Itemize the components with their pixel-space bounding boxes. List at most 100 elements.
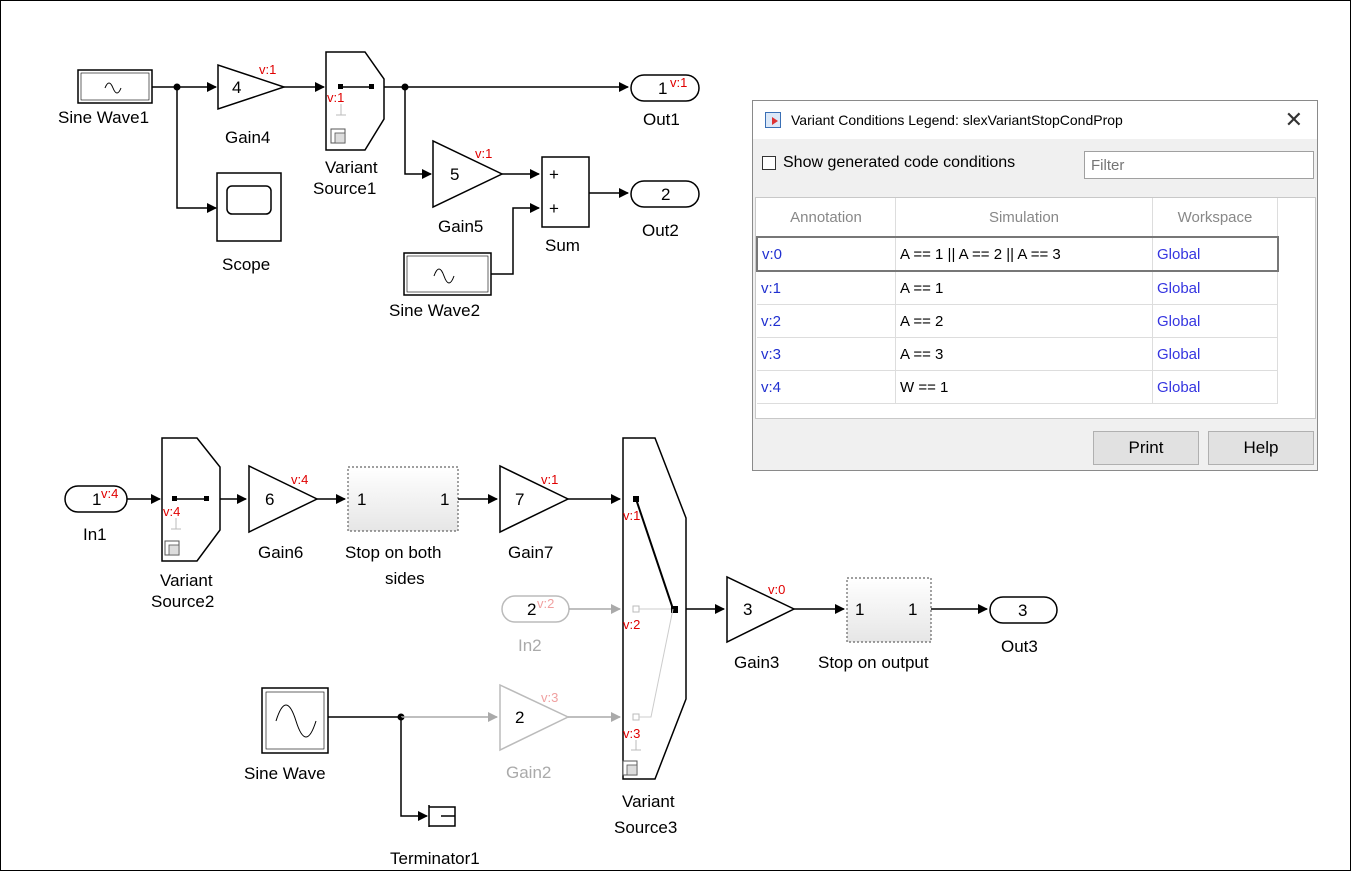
in1-port[interactable]: 1 v:4 In1 — [64, 485, 128, 544]
sine-wave2-block[interactable]: Sine Wave2 — [389, 252, 492, 320]
workspace-cell[interactable]: Global — [1152, 271, 1278, 305]
annotation-cell[interactable]: v:1 — [757, 271, 896, 305]
dialog-title-bar[interactable]: Variant Conditions Legend: slexVariantSt… — [753, 101, 1317, 139]
stop-on-both-sides-block[interactable]: 1 1 Stop on both sides — [345, 466, 459, 588]
simulation-cell: A == 1 — [895, 271, 1153, 305]
variant-conditions-legend-dialog[interactable]: Variant Conditions Legend: slexVariantSt… — [752, 100, 1318, 471]
table-row[interactable]: v:2 A == 2 Global — [757, 304, 1278, 338]
sine-wave2-label: Sine Wave2 — [389, 301, 480, 320]
out2-label: Out2 — [642, 221, 679, 240]
terminator1-label: Terminator1 — [390, 849, 480, 868]
scope-block[interactable]: Scope — [216, 172, 282, 274]
stop-output-label: Stop on output — [818, 653, 929, 672]
in2-label: In2 — [518, 636, 542, 655]
out1-value: 1 — [658, 79, 667, 98]
scope-label: Scope — [222, 255, 270, 274]
in1-value: 1 — [92, 490, 101, 509]
out1-tag: v:1 — [670, 75, 687, 90]
variant-source2-block[interactable]: v:4 Variant Source2 — [151, 437, 221, 611]
gain3-label: Gain3 — [734, 653, 779, 672]
terminator1-block[interactable]: Terminator1 — [390, 805, 480, 868]
gain6-value: 6 — [265, 490, 274, 509]
workspace-cell[interactable]: Global — [1152, 236, 1279, 272]
variant-source1-block[interactable]: v:1 Variant Source1 — [313, 51, 385, 198]
variant-source1-tag: v:1 — [327, 90, 344, 105]
sum-plus-1: + — [549, 165, 559, 184]
stop-on-output-block[interactable]: 1 1 Stop on output — [818, 577, 932, 672]
stop-both-label-1: Stop on both — [345, 543, 441, 562]
gain5-tag: v:1 — [475, 146, 492, 161]
gain4-tag: v:1 — [259, 62, 276, 77]
gain6-label: Gain6 — [258, 543, 303, 562]
gain2-label: Gain2 — [506, 763, 551, 782]
conditions-table: Annotation Simulation Workspace v:0 A ==… — [756, 198, 1279, 404]
variant-source1-label-2: Source1 — [313, 179, 376, 198]
in2-tag: v:2 — [537, 596, 554, 611]
gain7-tag: v:1 — [541, 472, 558, 487]
annotation-cell[interactable]: v:3 — [757, 337, 896, 371]
help-button[interactable]: Help — [1208, 431, 1314, 465]
variant-source3-label-1: Variant — [622, 792, 675, 811]
close-icon[interactable]: ✕ — [1284, 107, 1303, 132]
annotation-cell[interactable]: v:2 — [757, 304, 896, 338]
filter-input[interactable] — [1084, 151, 1314, 179]
annotation-cell[interactable]: v:4 — [757, 370, 896, 404]
in1-label: In1 — [83, 525, 107, 544]
simulink-app-icon — [765, 112, 781, 128]
gain6-tag: v:4 — [291, 472, 308, 487]
table-row[interactable]: v:3 A == 3 Global — [757, 337, 1278, 371]
variant-source3-tag2: v:2 — [623, 617, 640, 632]
stop-both-out-port: 1 — [440, 490, 449, 509]
gain6-block[interactable]: 6 v:4 Gain6 — [248, 464, 319, 562]
variant-source2-label-2: Source2 — [151, 592, 214, 611]
gain2-value: 2 — [515, 708, 524, 727]
variant-source3-label-2: Source3 — [614, 818, 677, 837]
gain3-block[interactable]: 3 v:0 Gain3 — [726, 575, 796, 672]
column-header-annotation[interactable]: Annotation — [757, 198, 896, 238]
simulation-cell: A == 1 || A == 2 || A == 3 — [895, 236, 1153, 272]
show-generated-code-checkbox[interactable] — [762, 156, 776, 170]
gain4-value: 4 — [232, 78, 241, 97]
out3-port[interactable]: 3 Out3 — [989, 596, 1058, 656]
stop-output-in-port: 1 — [855, 600, 864, 619]
sum-block[interactable]: + + Sum — [541, 156, 590, 255]
conditions-table-container[interactable]: Annotation Simulation Workspace v:0 A ==… — [755, 197, 1316, 419]
print-button[interactable]: Print — [1093, 431, 1199, 465]
column-header-workspace[interactable]: Workspace — [1152, 198, 1278, 238]
table-row[interactable]: v:0 A == 1 || A == 2 || A == 3 Global — [756, 236, 1279, 272]
show-generated-code-label[interactable]: Show generated code conditions — [783, 154, 1016, 171]
out1-port[interactable]: 1 v:1 Out1 — [630, 74, 700, 129]
gain7-block[interactable]: 7 v:1 Gain7 — [499, 464, 570, 562]
gain5-block[interactable]: 5 v:1 Gain5 — [432, 139, 504, 236]
gain7-label: Gain7 — [508, 543, 553, 562]
table-row[interactable]: v:4 W == 1 Global — [757, 370, 1278, 404]
out3-value: 3 — [1018, 601, 1027, 620]
gain2-block[interactable]: 2 v:3 Gain2 — [499, 683, 570, 782]
gain5-value: 5 — [450, 165, 459, 184]
dialog-title: Variant Conditions Legend: slexVariantSt… — [791, 112, 1123, 128]
workspace-cell[interactable]: Global — [1152, 370, 1278, 404]
sine-wave-block[interactable]: Sine Wave — [244, 687, 329, 783]
annotation-cell[interactable]: v:0 — [756, 236, 896, 272]
out2-port[interactable]: 2 Out2 — [630, 180, 700, 240]
gain7-value: 7 — [515, 490, 524, 509]
workspace-cell[interactable]: Global — [1152, 304, 1278, 338]
variant-source2-tag: v:4 — [163, 504, 180, 519]
variant-source3-block[interactable]: v:1 v:2 v:3 Variant Source3 — [614, 437, 687, 837]
workspace-cell[interactable]: Global — [1152, 337, 1278, 371]
gain5-label: Gain5 — [438, 217, 483, 236]
out2-value: 2 — [661, 185, 670, 204]
sum-label: Sum — [545, 236, 580, 255]
out1-label: Out1 — [643, 110, 680, 129]
gain2-tag: v:3 — [541, 690, 558, 705]
sine-wave1-block[interactable]: Sine Wave1 — [58, 69, 153, 127]
out3-label: Out3 — [1001, 637, 1038, 656]
variant-source1-label-1: Variant — [325, 158, 378, 177]
in2-port[interactable]: 2 v:2 In2 — [501, 595, 570, 655]
variant-source2-label-1: Variant — [160, 571, 213, 590]
table-row[interactable]: v:1 A == 1 Global — [757, 271, 1278, 305]
column-header-simulation[interactable]: Simulation — [895, 198, 1153, 238]
gain4-block[interactable]: 4 v:1 Gain4 — [217, 62, 287, 147]
